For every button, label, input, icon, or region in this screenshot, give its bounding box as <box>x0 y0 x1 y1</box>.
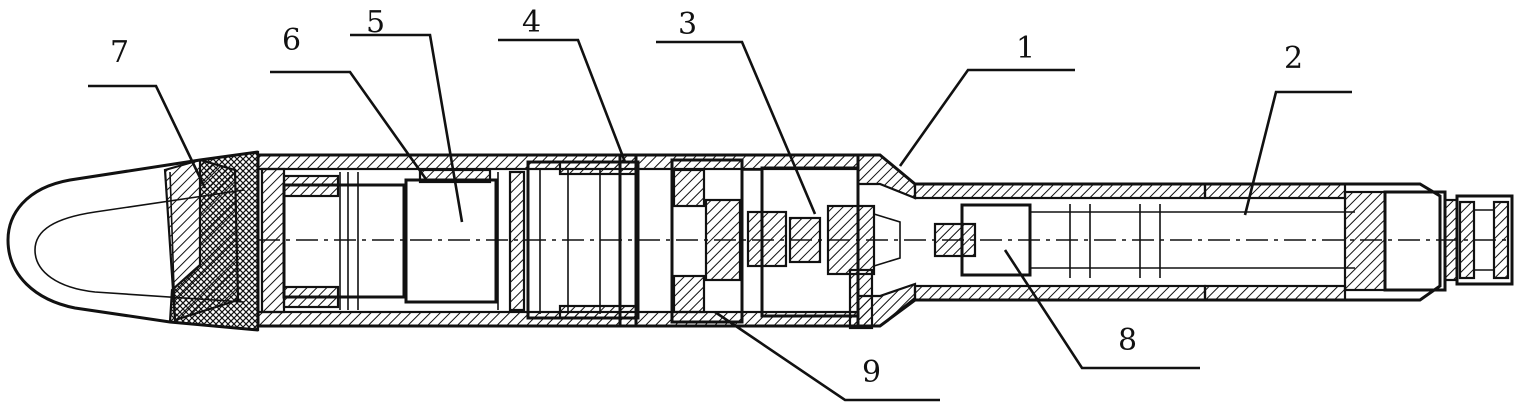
leader-2 <box>1243 90 1352 216</box>
leader-9 <box>714 310 940 402</box>
leader-5 <box>350 33 464 223</box>
rod-section <box>913 182 1514 302</box>
callout-labels: 7 6 5 4 3 1 2 8 9 <box>110 5 1303 390</box>
leader-6 <box>270 70 430 183</box>
callout-8: 8 <box>1118 323 1137 358</box>
callout-9: 9 <box>862 355 881 390</box>
callout-2: 2 <box>1284 41 1303 76</box>
leader-8 <box>1003 249 1200 370</box>
leader-1 <box>898 68 1075 167</box>
leader-7 <box>88 84 207 189</box>
lifting-eye <box>6 150 260 332</box>
leader-4 <box>498 38 627 163</box>
callout-3: 3 <box>678 7 697 42</box>
callout-4: 4 <box>522 5 541 40</box>
cylinder-head <box>670 158 762 324</box>
callout-6: 6 <box>282 23 301 58</box>
callout-7: 7 <box>110 35 129 70</box>
leader-lines <box>88 33 1352 402</box>
housing-taper <box>856 153 1442 328</box>
piston-section <box>260 167 526 314</box>
callout-5: 5 <box>366 5 385 40</box>
valve-assembly <box>746 166 901 330</box>
callout-1: 1 <box>1016 31 1035 66</box>
seal-stack <box>526 155 640 326</box>
leader-3 <box>656 40 817 215</box>
